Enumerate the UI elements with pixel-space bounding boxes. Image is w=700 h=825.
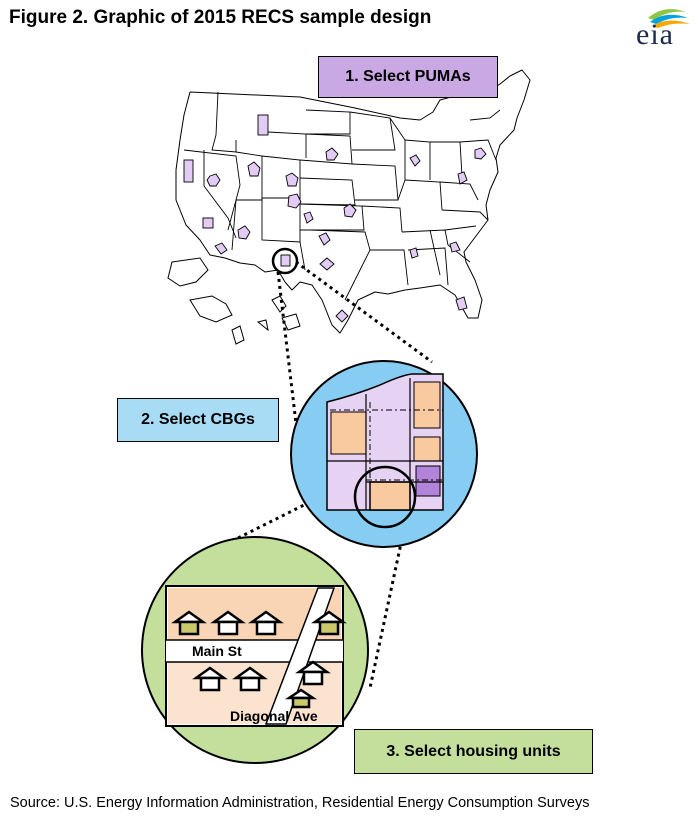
puma-marker (247, 161, 261, 177)
puma-marker (319, 257, 335, 271)
house-icon (284, 688, 318, 709)
houses (171, 610, 347, 709)
us-map (175, 69, 531, 334)
puma-marker (257, 114, 269, 136)
selected-cbg-block (369, 481, 411, 511)
puma-marker (202, 217, 214, 229)
puma-marker (455, 296, 468, 311)
puma-marker (343, 203, 357, 218)
puma-marker (409, 247, 419, 259)
state-borders (183, 91, 501, 301)
puma-marker (214, 242, 228, 255)
puma-marker (237, 225, 251, 240)
puma-marker (183, 159, 194, 183)
house-icon (171, 610, 207, 636)
eia-logo (648, 9, 690, 28)
puma-markers (183, 114, 487, 323)
diagonal-ave-label: Diagonal Ave (230, 708, 318, 724)
house-icon (311, 610, 347, 636)
puma-marker (409, 154, 421, 167)
house-icon (192, 666, 228, 692)
selected-cbg-circle (353, 465, 417, 529)
puma-marker (325, 147, 339, 161)
house-icon (232, 666, 268, 692)
puma-marker (335, 309, 349, 323)
housing-circle-group (141, 536, 369, 764)
puma-marker (206, 173, 221, 187)
source-note: Source: U.S. Energy Information Administ… (10, 795, 590, 811)
house-icon (210, 610, 246, 636)
step3-select-housing-units-label: 3. Select housing units (354, 729, 593, 774)
connector-lines (217, 260, 433, 689)
step2-select-cbgs-label: 2. Select CBGs (117, 398, 279, 442)
house-icon (248, 610, 284, 636)
main-st-label: Main St (192, 643, 242, 659)
puma-marker (449, 241, 461, 253)
puma-marker (285, 172, 299, 187)
house-icon (295, 660, 331, 686)
puma-marker (280, 254, 291, 267)
cbg-circle-group (290, 360, 478, 548)
puma-marker (303, 211, 314, 224)
puma-marker (287, 193, 302, 209)
alaska-hawaii (167, 257, 301, 345)
puma-marker (474, 147, 487, 160)
step1-select-pumas-label: 1. Select PUMAs (318, 56, 498, 98)
eia-logo-text: eia (636, 18, 674, 51)
figure-title: Figure 2. Graphic of 2015 RECS sample de… (9, 7, 432, 28)
puma-marker (318, 232, 331, 246)
puma-marker (457, 171, 468, 185)
